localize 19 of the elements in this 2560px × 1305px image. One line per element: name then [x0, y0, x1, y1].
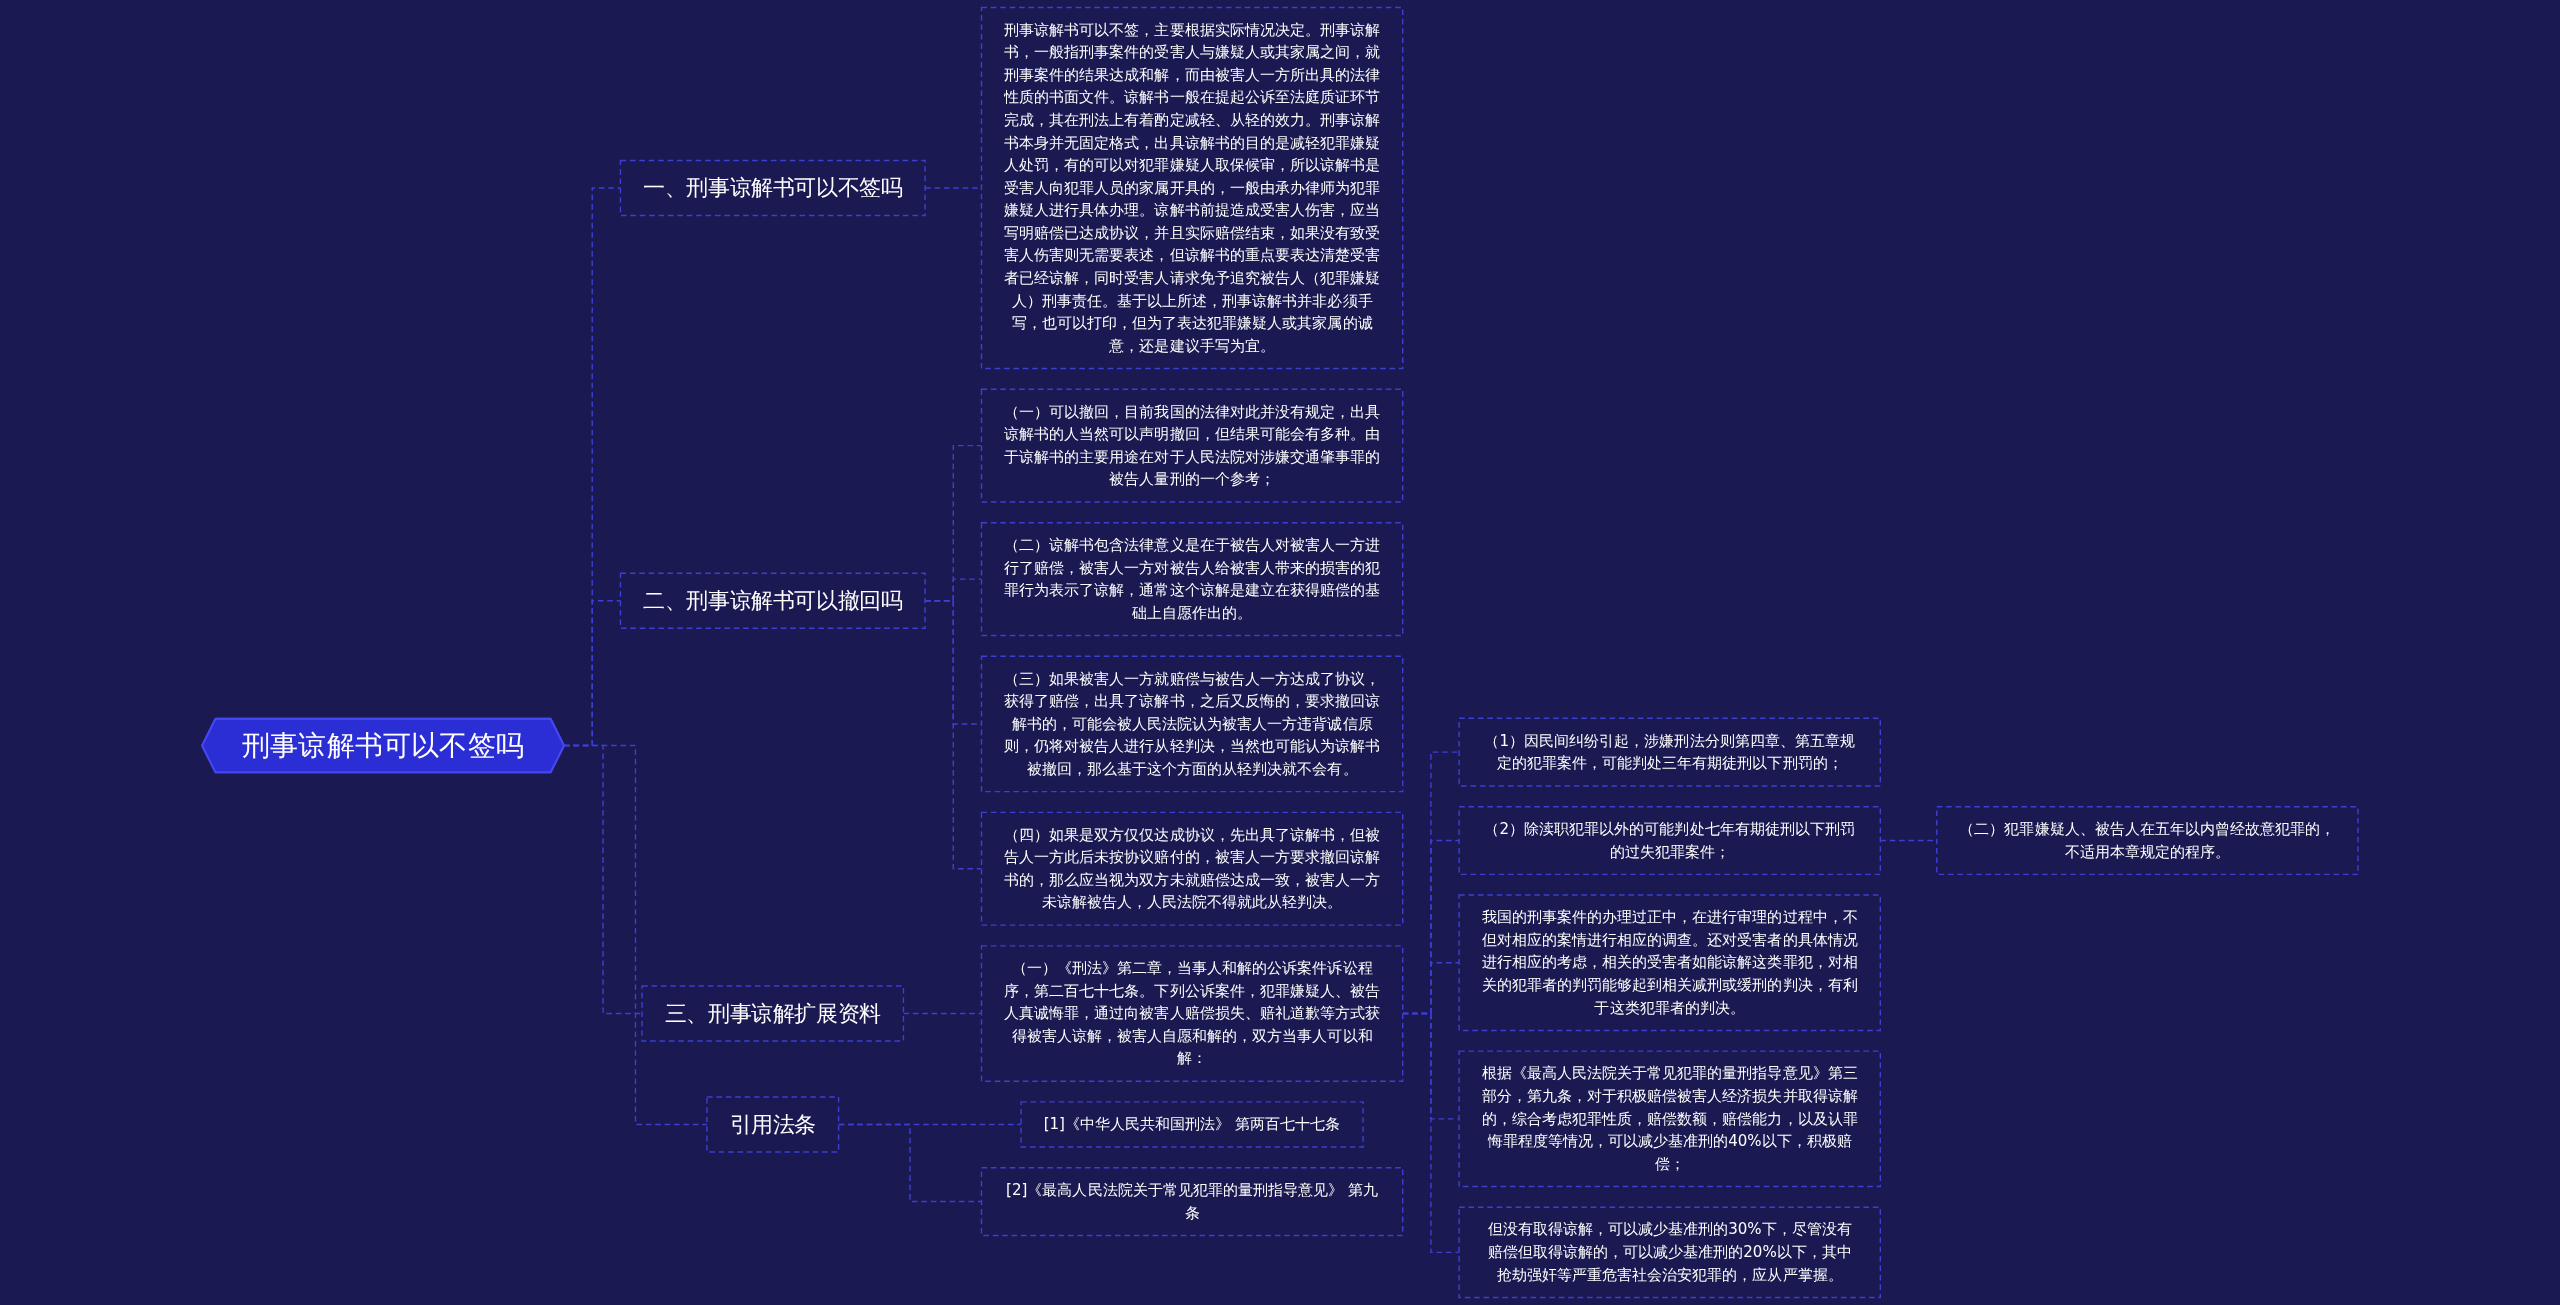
- node-box: 但没有取得谅解，可以减少基准刑的30%下，尽管没有赔偿但取得谅解的，可以减少基准刑的20%以下，其中抢劫强奸等严重危害社会治安犯罪的，应从严掌握。: [1458, 1206, 1882, 1299]
- node-box: 一、刑事谅解书可以不签吗: [619, 159, 926, 217]
- node-box: 我国的刑事案件的办理过正中，在进行审理的过程中，不但对相应的案情进行相应的调查。还对受害者的具体情况进行相应的考虑，相关的受害者如能谅解这类罪犯，对相关的犯罪者的判罚能够起到相关减刑或缓刑的判决，有利于这类犯罪者的判决。: [1458, 894, 1882, 1032]
- node-box: （四）如果是双方仅仅达成协议，先出具了谅解书，但被告人一方此后未按协议赔付的，被害人一方要求撤回谅解书的，那么应当视为双方未就赔偿达成一致，被害人一方未谅解被告人，人民法院不得就此从轻判决。: [980, 811, 1404, 926]
- node-box: （二）犯罪嫌疑人、被告人在五年以内曾经故意犯罪的，不适用本章规定的程序。: [1936, 806, 2359, 876]
- node-box: （2）除渎职犯罪以外的可能判处七年有期徒刑以下刑罚的过失犯罪案件；: [1458, 806, 1882, 876]
- connector: [1402, 1012, 1460, 1254]
- node-box: （1）因民间纠纷引起，涉嫌刑法分则第四章、第五章规定的犯罪案件，可能判处三年有期徒刑以下刑罚的；: [1458, 717, 1882, 787]
- node-box: [1]《中华人民共和国刑法》 第两百七十七条: [1020, 1101, 1364, 1148]
- node-box: 引用法条: [706, 1096, 840, 1153]
- node-box: 刑事谅解书可以不签，主要根据实际情况决定。刑事谅解书，一般指刑事案件的受害人与嫌疑人或其家属之间，就刑事案件的结果达成和解，而由被害人一方所出具的法律性质的书面文件。谅解书一般在提起公诉至法庭质证环节完成，其在刑法上有着酌定减轻、从轻的效力。刑事谅解书本身并无固定格式，出具谅解书的目的是减轻犯罪嫌疑人处罚，有的可以对犯罪嫌疑人取保候审，所以谅解书是受害人向犯罪人员的家属开具的，一般由承办律师为犯罪嫌疑人进行具体办理。谅解书前提造成受害人伤害，应当写明赔偿已达成协议，并且实际赔偿结束，如果没有致受害人伤害则无需要表述，但谅解书的重点要表达清楚受害者已经谅解，同时受害人请求免予追究被告人（犯罪嫌疑人）刑事责任。基于以上所述，刑事谅解书并非必须手写，也可以打印，但为了表达犯罪嫌疑人或其家属的诚意，还是建议手写为宜。: [980, 6, 1404, 370]
- node-box: （二）谅解书包含法律意义是在于被告人对被害人一方进行了赔偿，被害人一方对被告人给被害人带来的损害的犯罪行为表示了谅解，通常这个谅解是建立在获得赔偿的基础上自愿作出的。: [980, 522, 1404, 637]
- node-box: （一）《刑法》第二章，当事人和解的公诉案件诉讼程序，第二百七十七条。下列公诉案件，犯罪嫌疑人、被告人真诚悔罪，通过向被害人赔偿损失、赔礼道歉等方式获得被害人谅解，被害人自愿和解的，双方当事人可以和解：: [980, 945, 1404, 1082]
- node-box: （三）如果被害人一方就赔偿与被告人一方达成了协议，获得了赔偿，出具了谅解书，之后又反悔的，要求撤回谅解书的，可能会被人民法院认为被害人一方违背诚信原则，仍将对被告人进行从轻判决，当然也可能认为谅解书被撤回，那么基于这个方面的从轻判决就不会有。: [980, 655, 1404, 793]
- node-box: 三、刑事谅解扩展资料: [641, 985, 905, 1042]
- node-box: [2]《最高人民法院关于常见犯罪的量刑指导意见》 第九条: [980, 1167, 1404, 1237]
- node-box: 二、刑事谅解书可以撤回吗: [619, 572, 926, 629]
- node-box: （一）可以撤回，目前我国的法律对此并没有规定，出具谅解书的人当然可以声明撤回，但结果可能会有多种。由于谅解书的主要用途在对于人民法院对涉嫌交通肇事罪的被告人量刑的一个参考；: [980, 388, 1404, 503]
- node-box: 根据《最高人民法院关于常见犯罪的量刑指导意见》第三部分，第九条，对于积极赔偿被害人经济损失并取得谅解的，综合考虑犯罪性质，赔偿数额，赔偿能力，以及认罪悔罪程度等情况，可以减少基准刑的40%以下，积极赔偿；: [1458, 1050, 1882, 1188]
